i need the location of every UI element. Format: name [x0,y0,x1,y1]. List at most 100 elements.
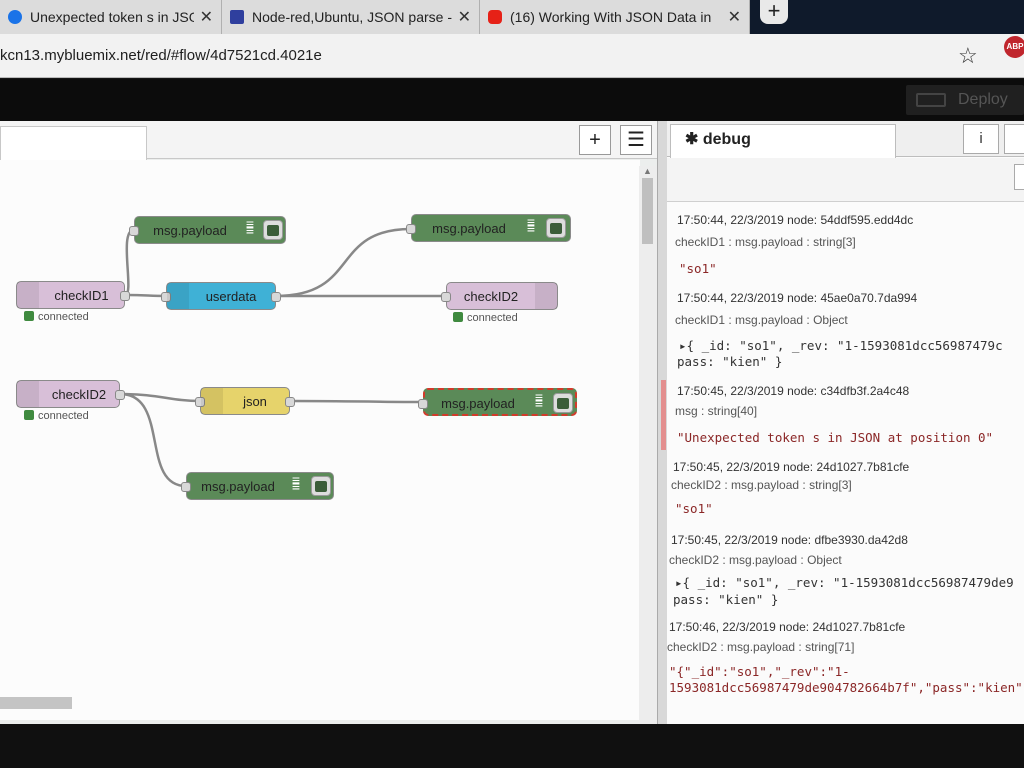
message-value: "Unexpected token s in JSON at position … [677,430,994,445]
deploy-button[interactable]: Deploy [906,85,1024,115]
message-value: pass: "kien" } [677,354,783,369]
debug-list-icon: ≡≡ [526,214,536,236]
message-value[interactable]: ▸{ _id: "so1", _rev: "1-1593081dcc569874… [679,338,1003,353]
error-indicator [661,380,666,450]
status-text: connected [38,410,89,422]
message-value[interactable]: ▸{ _id: "so1", _rev: "1-1593081dcc569874… [675,575,1014,590]
youtube-favicon-icon [488,10,502,24]
bug-tab-button[interactable] [1004,124,1024,154]
output-port[interactable] [271,292,281,302]
input-port[interactable] [406,224,416,234]
bookmark-star-icon[interactable]: ☆ [958,43,978,68]
wire[interactable] [119,392,201,403]
input-port[interactable] [441,292,451,302]
debug-message[interactable]: 17:50:46, 22/3/2019 node: 24d1027.7b81cf… [667,620,1024,700]
message-meta: 17:50:46, 22/3/2019 node: 24d1027.7b81cf… [669,620,906,634]
output-port[interactable] [285,397,295,407]
flow-canvas[interactable]: msg.payload ≡≡ msg.payload ≡≡ checkID1 c… [0,160,640,720]
filter-dropdown[interactable] [1014,164,1024,190]
input-port[interactable] [129,226,139,236]
tab-title: Unexpected token s in JSON at p [30,9,194,25]
mqtt-in-node[interactable]: checkID2 [16,380,125,408]
debug-message-error[interactable]: 17:50:45, 22/3/2019 node: c34dfb3f.2a4c4… [661,380,1024,454]
node-label: userdata [205,289,257,304]
output-port[interactable] [115,390,125,400]
browser-tab-2[interactable]: Node-red,Ubuntu, JSON parse - ✕ [222,0,480,34]
debug-toggle-button[interactable] [263,220,283,240]
tab-title: (16) Working With JSON Data in [510,9,712,25]
close-tab-icon[interactable]: ✕ [727,9,741,26]
message-meta: 17:50:45, 22/3/2019 node: c34dfb3f.2a4c4… [677,384,910,398]
horizontal-scrollbar[interactable] [0,697,72,709]
wire[interactable] [119,392,187,488]
message-meta: 17:50:44, 22/3/2019 node: 45ae0a70.7da99… [677,291,918,305]
info-button[interactable]: i [963,124,999,154]
node-label: msg.payload [432,221,506,236]
debug-sidebar [667,121,1024,768]
wire[interactable] [124,293,167,298]
debug-node[interactable]: msg.payload ≡≡ [406,214,571,242]
node-label: json [243,394,267,409]
debug-message[interactable]: 17:50:45, 22/3/2019 node: 24d1027.7b81cf… [667,460,1024,520]
google-favicon-icon [8,10,22,24]
browser-tab-3[interactable]: (16) Working With JSON Data in ✕ [480,0,750,34]
status-dot-icon [453,312,463,322]
cloud-icon [167,283,189,309]
output-port[interactable] [120,291,130,301]
node-red-header: Deploy [0,79,1024,121]
debug-toolbar [667,158,1024,202]
input-port[interactable] [161,292,171,302]
message-topic: checkID1 : msg.payload : string[3] [675,235,856,249]
address-bar: kcn13.mybluemix.net/red/#flow/4d7521cd.4… [0,34,1024,78]
debug-node-error[interactable]: msg.payload ≡≡ [418,388,577,416]
message-topic: checkID1 : msg.payload : Object [675,313,848,327]
add-flow-button[interactable]: + [579,125,611,155]
message-topic: checkID2 : msg.payload : string[71] [667,640,855,654]
message-value: "so1" [679,261,717,276]
url-field[interactable]: kcn13.mybluemix.net/red/#flow/4d7521cd.4… [0,47,322,64]
monitor-bezel [0,724,1024,768]
message-value: "{"_id":"so1","_rev":"1- [669,664,850,679]
node-status: connected [453,312,518,324]
json-node[interactable]: json [195,387,295,415]
debug-message[interactable]: 17:50:45, 22/3/2019 node: dfbe3930.da42d… [667,533,1024,613]
input-port[interactable] [195,397,205,407]
tab-debug[interactable]: ✱ debug [670,124,896,158]
new-tab-button[interactable]: + [760,0,788,24]
message-topic: checkID2 : msg.payload : string[3] [671,478,852,492]
browser-tab-1[interactable]: Unexpected token s in JSON at p ✕ [0,0,222,34]
input-port[interactable] [418,399,428,409]
wire[interactable] [275,227,412,298]
input-port[interactable] [181,482,191,492]
node-label: checkID2 [463,289,519,304]
mqtt-out-node[interactable]: checkID2 [441,282,558,310]
mqtt-in-node[interactable]: checkID1 [16,281,130,309]
wire[interactable] [123,228,135,297]
cloudant-node[interactable]: userdata [161,282,281,310]
close-tab-icon[interactable]: ✕ [457,9,471,26]
node-label: checkID1 [54,288,109,303]
message-meta: 17:50:45, 22/3/2019 node: 24d1027.7b81cf… [673,460,910,474]
message-value: 1593081dcc56987479de904782664b7f","pass"… [669,680,1023,695]
flow-tab[interactable] [0,126,147,161]
debug-list-icon: ≡≡ [291,472,301,494]
debug-node[interactable]: msg.payload ≡≡ [181,472,334,500]
debug-toggle-button[interactable] [553,393,573,413]
debug-toggle-button[interactable] [311,476,331,496]
adblock-icon[interactable]: ABP [1004,36,1024,58]
debug-node[interactable]: msg.payload ≡≡ [129,216,286,244]
debug-message[interactable]: 17:50:44, 22/3/2019 node: 54ddf595.edd4d… [667,213,1024,276]
debug-message[interactable]: 17:50:44, 22/3/2019 node: 45ae0a70.7da99… [667,291,1024,371]
flow-list-button[interactable]: ☰ [620,125,652,155]
scroll-up-icon[interactable]: ▲ [643,166,652,176]
message-meta: 17:50:44, 22/3/2019 node: 54ddf595.edd4d… [677,213,914,227]
status-text: connected [38,311,89,323]
debug-list-icon: ≡≡ [245,216,255,238]
debug-toggle-button[interactable] [546,218,566,238]
scroll-thumb[interactable] [642,178,653,244]
message-value: "so1" [675,501,713,516]
vertical-scrollbar[interactable]: ▲ [639,166,657,726]
json-icon [201,388,223,414]
wire[interactable] [289,399,424,404]
close-tab-icon[interactable]: ✕ [199,9,213,26]
